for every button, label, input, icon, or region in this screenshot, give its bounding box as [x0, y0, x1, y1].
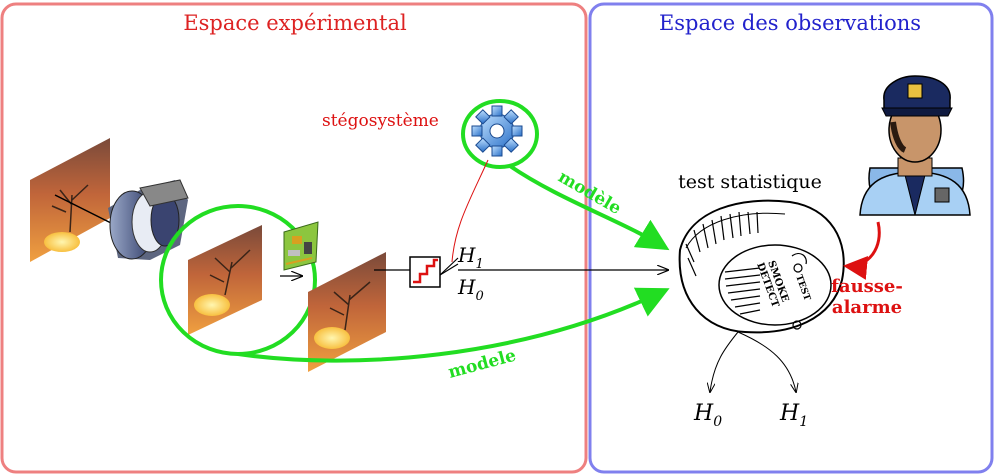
statistical-test-label: test statistique — [678, 171, 822, 193]
stegosystem-label: stégosystème — [322, 111, 439, 131]
experimental-space-title: Espace expérimental — [183, 11, 407, 35]
hypothesis-h1-label: H1 — [457, 243, 484, 272]
processed-image-icon — [308, 252, 386, 372]
observation-space-title: Espace des observations — [659, 11, 921, 35]
observation-space-panel — [588, 2, 994, 474]
circuit-board-icon — [283, 221, 319, 271]
camera-lens-icon — [108, 179, 189, 260]
false-alarm-label-line1: fausse- — [831, 276, 903, 297]
police-officer-icon — [859, 75, 971, 216]
false-alarm-label-line2: alarme — [832, 297, 902, 318]
cover-image-icon — [30, 138, 110, 262]
switch-line — [439, 257, 459, 276]
model-arrow-top — [508, 164, 670, 251]
model-arrow-bottom — [237, 287, 670, 363]
decision-h0-label: H0 — [693, 401, 722, 430]
stegosystem-link-line — [451, 159, 489, 263]
decision-h1-label: H1 — [779, 401, 808, 430]
model-circle-stegosystem — [461, 99, 539, 169]
switch-line-lower — [439, 263, 459, 276]
sensor-image-icon — [188, 225, 262, 335]
false-alarm-arrow — [843, 221, 881, 280]
gear-icon — [471, 105, 523, 157]
experimental-space-panel — [0, 2, 588, 474]
smoke-detector-icon: SMOKE DETECT TEST — [678, 199, 845, 334]
hypothesis-h0-label: H0 — [457, 275, 484, 304]
decision-arrow-h0 — [710, 331, 739, 392]
step-function-icon — [409, 256, 441, 288]
decision-arrow-h1 — [737, 331, 796, 392]
